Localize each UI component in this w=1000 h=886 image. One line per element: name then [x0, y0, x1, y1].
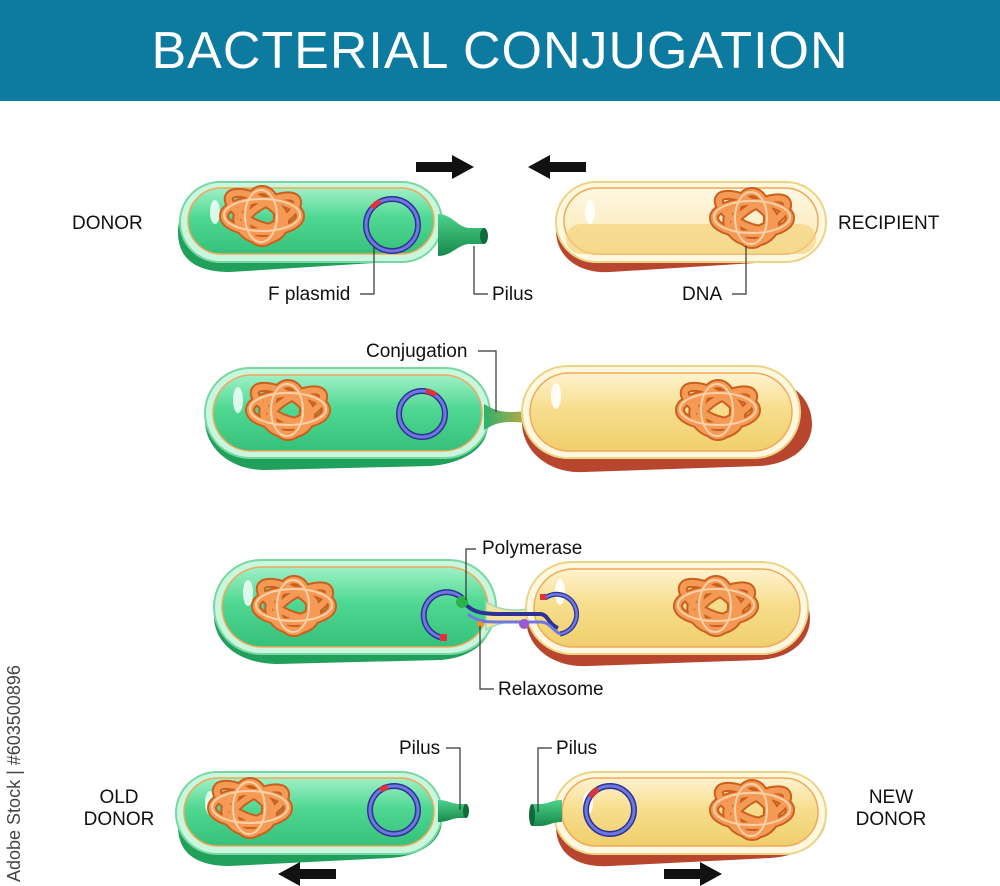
new-donor-cell	[553, 771, 827, 867]
recipient-cell-conjugating	[521, 365, 812, 473]
header-banner: BACTERIAL CONJUGATION	[0, 0, 1000, 101]
watermark-text: Adobe Stock | #603500896	[4, 665, 24, 882]
recipient-cell-transfer	[525, 561, 810, 667]
donor-cell-transfer	[213, 559, 497, 664]
new-donor-label: NEW DONOR	[846, 787, 936, 831]
f-plasmid-label: F plasmid	[268, 284, 351, 305]
donor-cell-conjugating	[204, 367, 491, 470]
donor-label: DONOR	[72, 213, 143, 234]
new-donor-pilus	[529, 800, 562, 826]
arrow-right-icon	[664, 862, 722, 886]
old-donor-pilus-label: Pilus	[399, 738, 441, 759]
conjugation-label: Conjugation	[366, 341, 468, 362]
old-donor-label-line1: OLD	[99, 787, 139, 808]
old-donor-label: OLD DONOR	[74, 787, 164, 831]
polymerase-label: Polymerase	[482, 538, 583, 559]
new-donor-label-line2: DONOR	[855, 809, 927, 830]
recipient-cell	[555, 181, 827, 273]
stock-watermark: Adobe Stock | #603500896	[4, 642, 34, 882]
pilus-label: Pilus	[492, 284, 534, 305]
old-donor-cell	[175, 771, 443, 866]
recipient-label: RECIPIENT	[838, 213, 940, 234]
arrow-left-icon	[528, 155, 586, 179]
donor-cell	[178, 182, 443, 272]
new-donor-pilus-label: Pilus	[556, 738, 598, 759]
arrow-left-icon	[278, 862, 336, 886]
new-donor-label-line1: NEW	[868, 787, 914, 808]
arrow-right-icon	[416, 155, 474, 179]
pilus	[438, 214, 488, 256]
relaxosome-label: Relaxosome	[498, 679, 604, 700]
old-donor-label-line2: DONOR	[83, 809, 155, 830]
relaxosome-enzyme	[519, 619, 529, 629]
old-donor-pilus	[438, 800, 469, 822]
page-title: BACTERIAL CONJUGATION	[151, 21, 849, 80]
dna-label: DNA	[682, 284, 723, 305]
polymerase-enzyme	[456, 596, 468, 608]
